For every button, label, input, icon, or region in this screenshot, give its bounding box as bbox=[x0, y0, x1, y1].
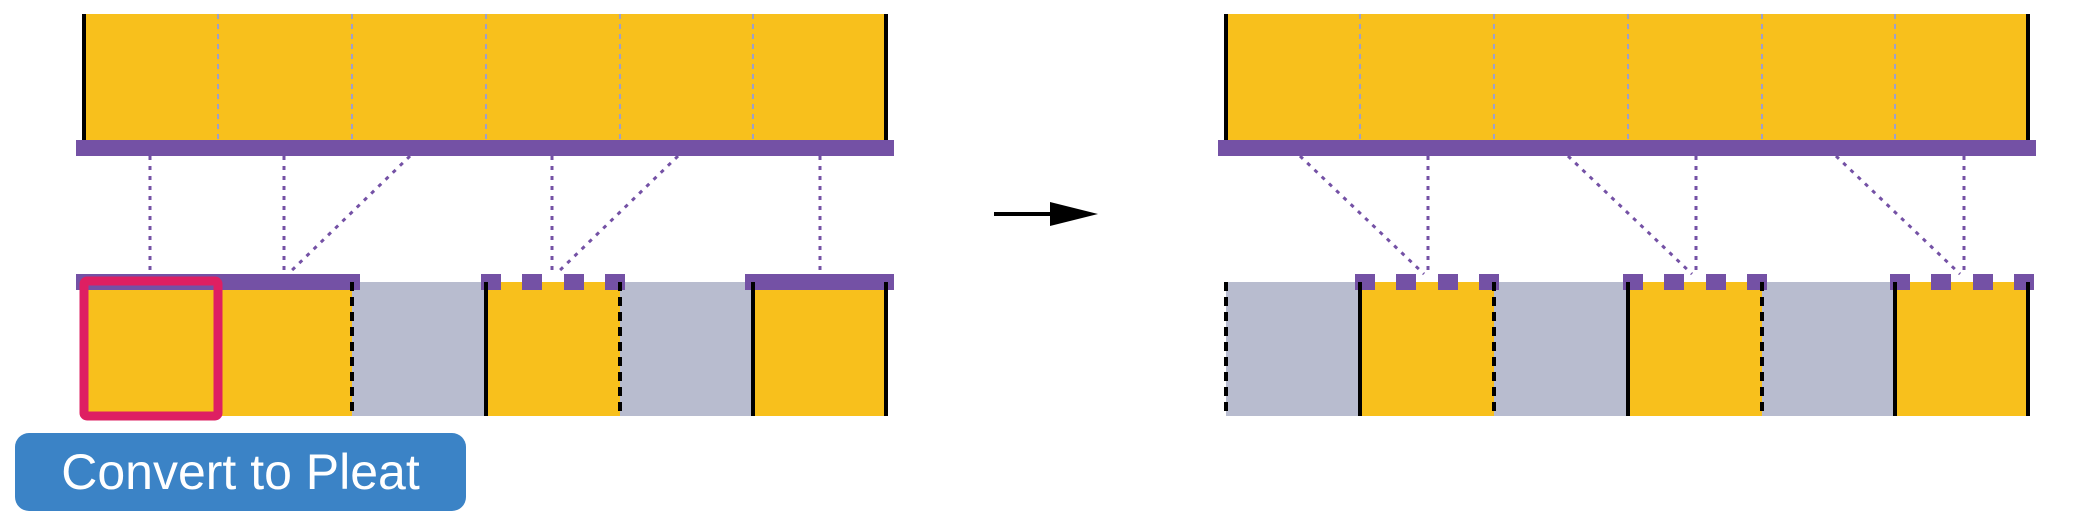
rail-segment bbox=[1706, 274, 1726, 290]
right-bottom-fabric-3 bbox=[1895, 282, 2028, 416]
right-bottom-fabric-2 bbox=[1628, 282, 1762, 416]
convert-to-pleat-button[interactable]: Convert to Pleat bbox=[15, 433, 466, 511]
right-bottom-hidden-1 bbox=[1226, 282, 1360, 416]
right-top-rail bbox=[1218, 140, 2036, 156]
right-bottom-hidden-3 bbox=[1762, 282, 1895, 416]
rail-segment bbox=[2014, 274, 2034, 290]
right-arrow-icon bbox=[994, 202, 1098, 226]
guide-line bbox=[1566, 154, 1694, 276]
left-bottom-hidden-1 bbox=[352, 282, 486, 416]
guide-line bbox=[554, 154, 680, 276]
left-bottom-fabric-3 bbox=[753, 282, 886, 416]
right-bottom-hidden-2 bbox=[1494, 282, 1628, 416]
right-panel bbox=[1218, 14, 2036, 416]
right-guide-lines bbox=[1298, 154, 1966, 276]
rail-segment bbox=[1396, 274, 1416, 290]
left-guide-lines bbox=[148, 154, 822, 276]
left-top-rail bbox=[76, 140, 894, 156]
rail-segment bbox=[1438, 274, 1458, 290]
rail-segment bbox=[1931, 274, 1951, 290]
guide-line bbox=[1834, 154, 1962, 276]
selection-highlight[interactable] bbox=[79, 276, 223, 421]
right-top-grid-lines bbox=[1359, 14, 1896, 144]
left-panel bbox=[76, 14, 894, 421]
rail-segment bbox=[1973, 274, 1993, 290]
left-bottom-rail-3 bbox=[745, 274, 894, 290]
left-bottom-fabric-2 bbox=[486, 282, 620, 416]
left-top-grid-lines bbox=[217, 14, 754, 144]
guide-line bbox=[1298, 154, 1426, 276]
left-bottom-hidden-2 bbox=[620, 282, 753, 416]
right-bottom-fabric-1 bbox=[1360, 282, 1494, 416]
rail-segment bbox=[522, 274, 542, 290]
rail-segment bbox=[1664, 274, 1684, 290]
rail-segment bbox=[564, 274, 584, 290]
guide-line bbox=[286, 154, 412, 276]
